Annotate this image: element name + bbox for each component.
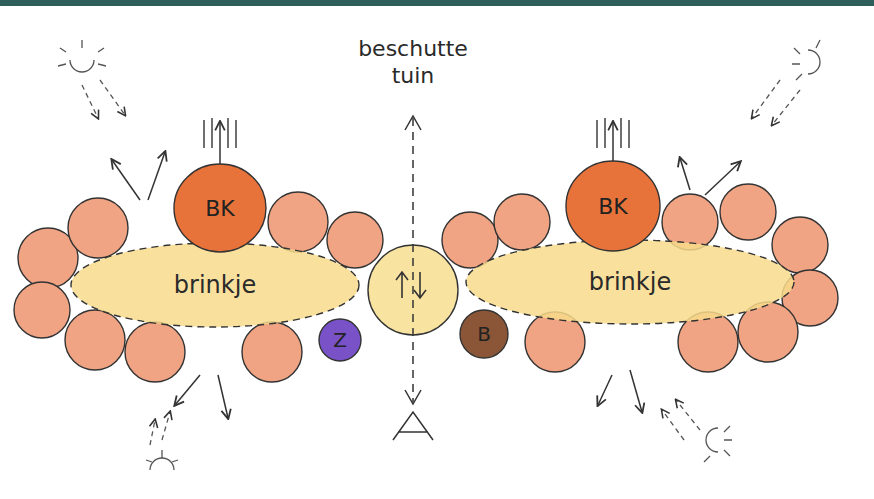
- node-text: brinkje: [174, 271, 256, 299]
- brinkje-band: brinkje: [465, 239, 795, 325]
- house-circles: [14, 184, 838, 382]
- axis-arrow: [393, 116, 433, 440]
- bk-circle: BK: [565, 160, 661, 252]
- b-circle: B: [459, 309, 509, 359]
- garden-label: beschutte tuin: [353, 35, 473, 90]
- viewpoint-symbol: [393, 412, 433, 440]
- up-down-symbol: [396, 272, 426, 298]
- bk-circle: BK: [173, 163, 267, 253]
- z-circle: Z: [318, 318, 362, 362]
- header-bar: [0, 0, 874, 6]
- brinkje-band: brinkje: [70, 242, 360, 328]
- wind-lines: [204, 118, 629, 148]
- node-text: brinkje: [589, 268, 671, 296]
- node-text: Z: [333, 328, 347, 352]
- node-text: B: [477, 322, 491, 346]
- sun-symbols: [58, 40, 820, 470]
- node-text: BK: [598, 194, 628, 219]
- node-text: BK: [205, 196, 235, 221]
